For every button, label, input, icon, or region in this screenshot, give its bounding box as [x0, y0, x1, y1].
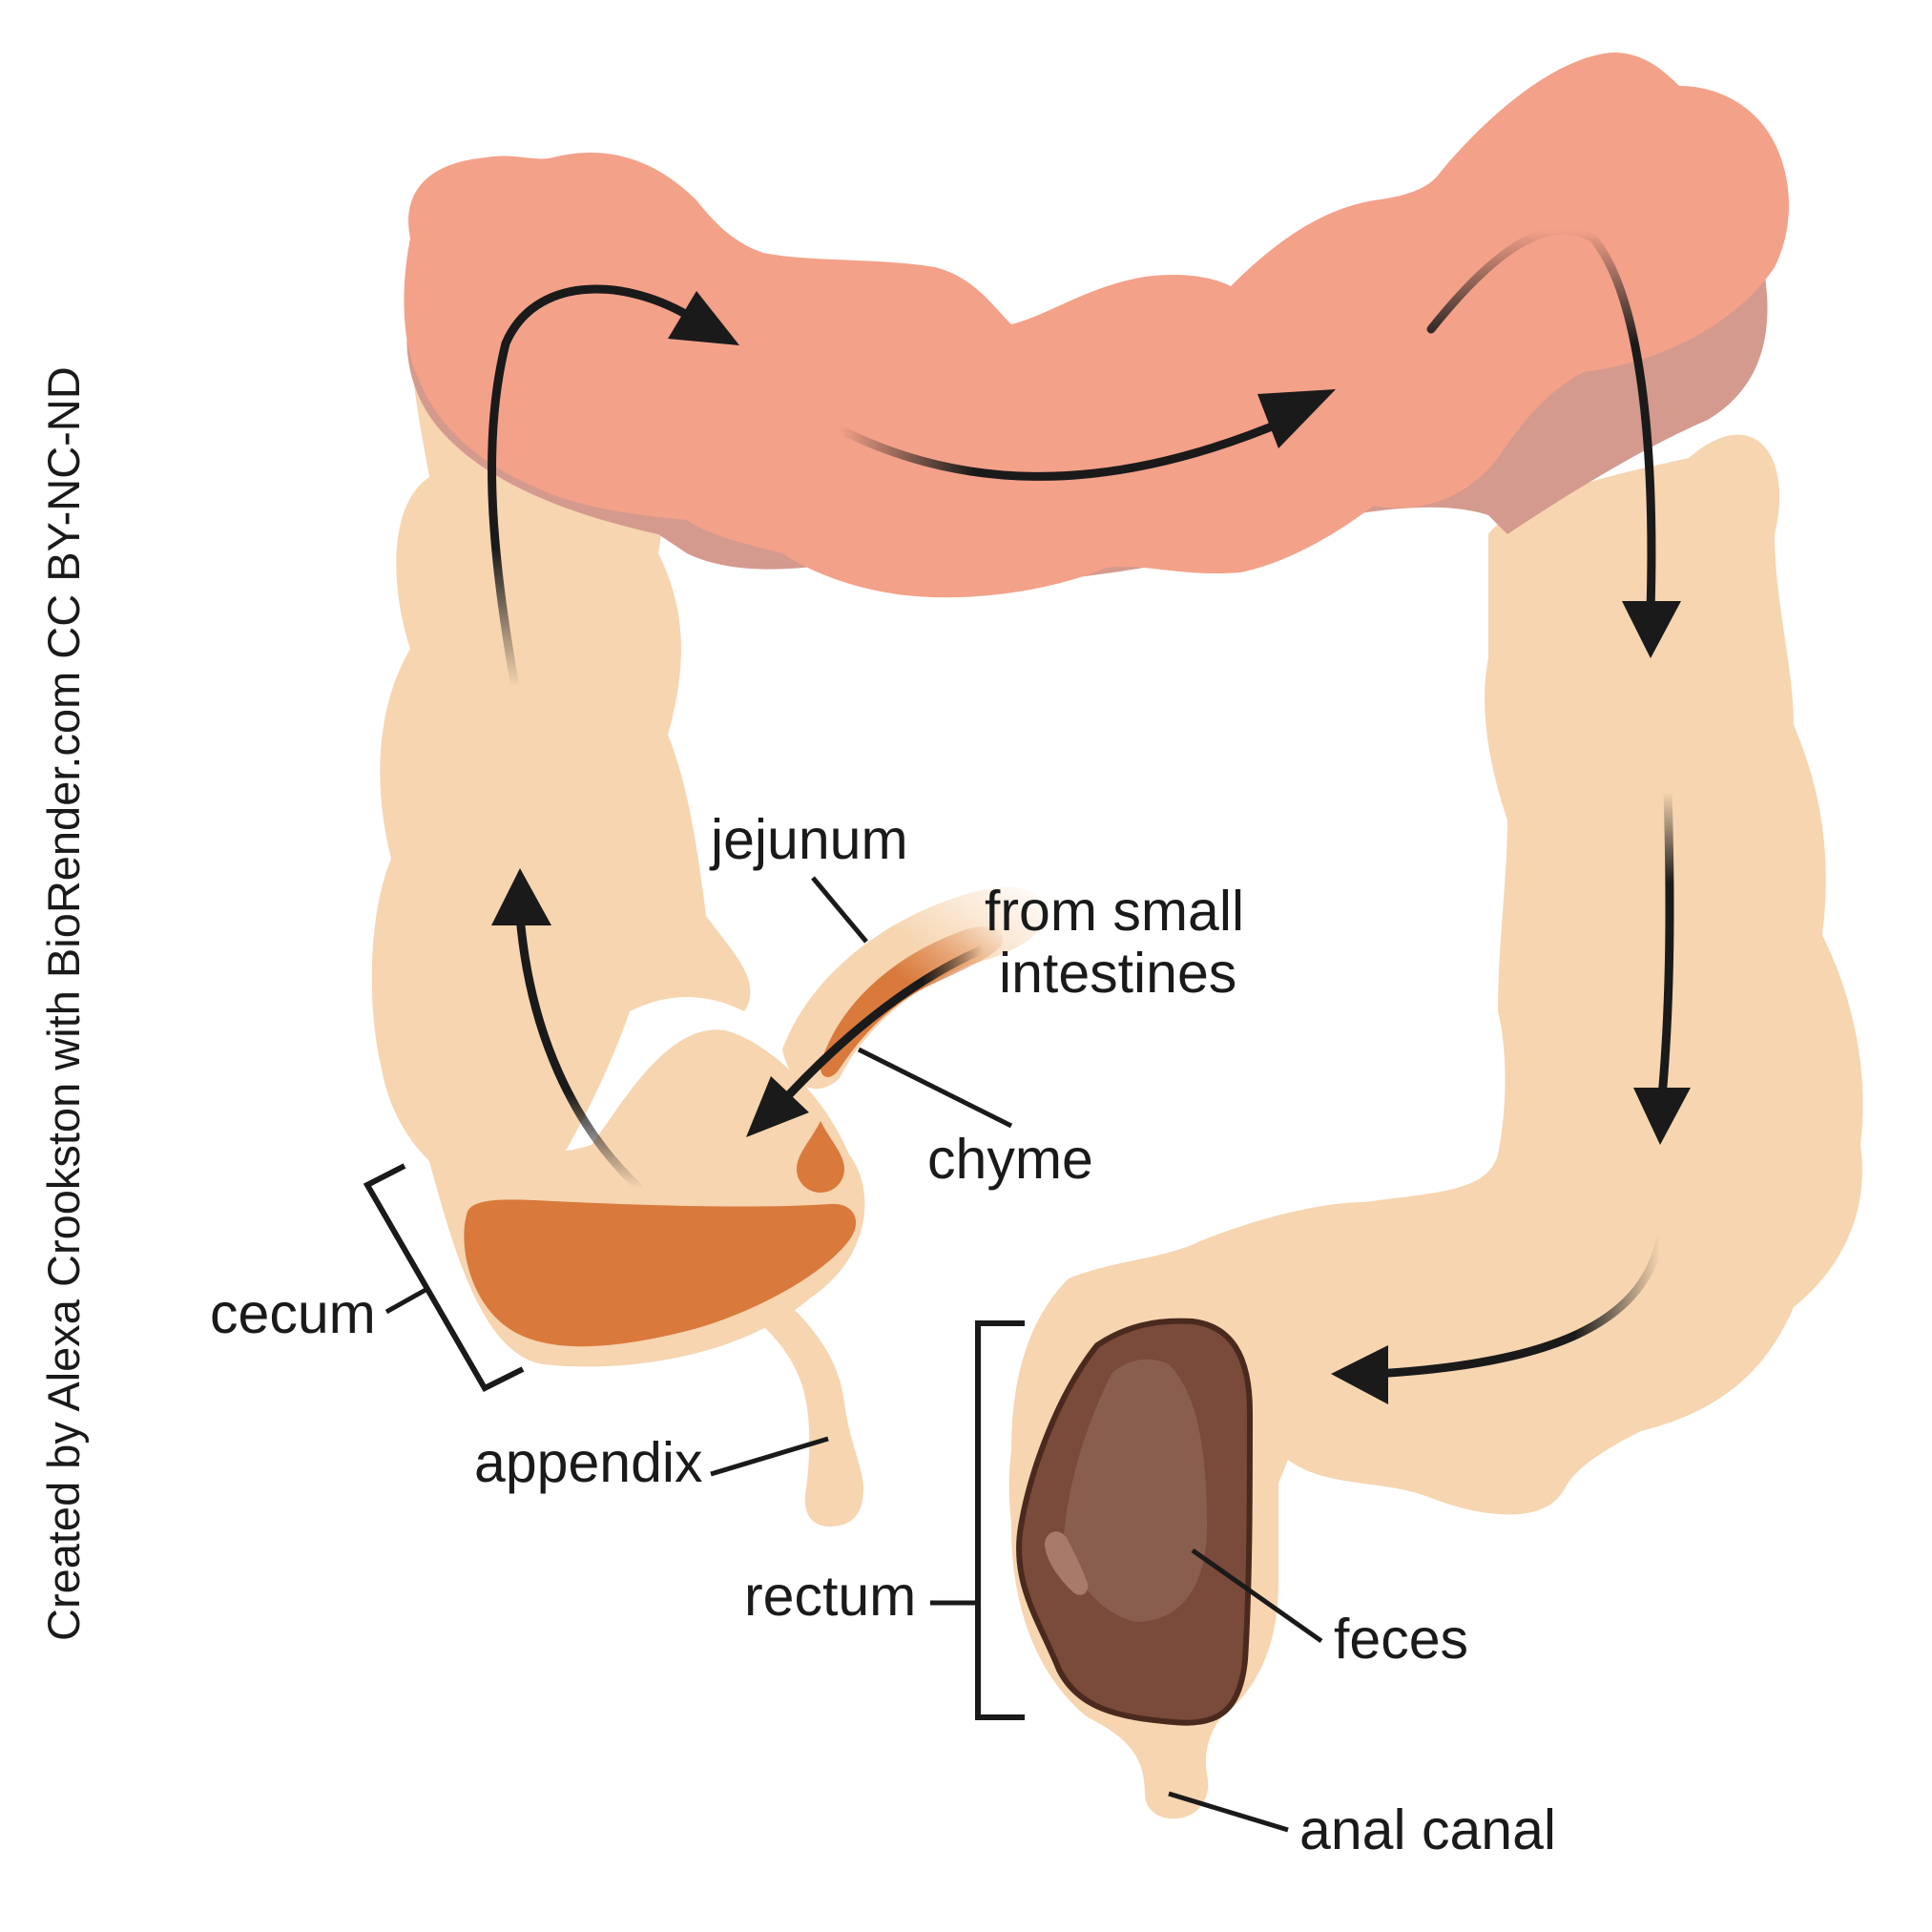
flow-arrowhead-transverse [1257, 389, 1336, 448]
label-cecum: cecum [210, 1282, 376, 1345]
flow-arrowhead-ascending-upper [668, 291, 739, 345]
feces-shine [1045, 1531, 1089, 1595]
label-rectum: rectum [744, 1565, 916, 1628]
leader-jejunum [811, 876, 868, 944]
flow-arrowhead-descending-mid [1633, 1088, 1691, 1145]
leader-chyme [857, 1047, 1013, 1129]
flow-arrow-ascending-lower [515, 911, 644, 1193]
label-chyme: chyme [927, 1128, 1093, 1191]
flow-arrowhead-ascending-lower [491, 868, 551, 925]
label-from-small-line1: from small [985, 880, 1244, 943]
flow-arrow-small-intestine [778, 945, 987, 1107]
flow-arrowhead-sigmoid [1331, 1345, 1388, 1404]
cecum-chyme [464, 1199, 857, 1347]
flow-arrowhead-small-intestine [746, 1076, 809, 1137]
label-anal-canal: anal canal [1299, 1798, 1556, 1861]
credit-text: Created by Alexa Crookston with BioRende… [38, 366, 89, 1641]
leader-cecum [384, 1287, 427, 1315]
flow-arrow-descending-mid [1657, 787, 1674, 1102]
leader-appendix [710, 1436, 829, 1477]
flow-arrow-sigmoid [1369, 1236, 1665, 1379]
appendix-shape [763, 1307, 863, 1527]
flow-arrow-descending-upper [1426, 225, 1656, 615]
flow-arrow-transverse [835, 415, 1293, 481]
feces-highlight [1064, 1359, 1207, 1622]
label-feces: feces [1334, 1608, 1468, 1671]
leader-anal-canal [1168, 1791, 1289, 1833]
bracket-cecum [363, 1163, 525, 1392]
leader-feces [1191, 1548, 1323, 1644]
chyme-drop [797, 1121, 844, 1193]
transverse-colon [404, 52, 1790, 598]
label-jejunum: jejunum [709, 808, 908, 871]
label-appendix: appendix [474, 1431, 703, 1494]
bracket-rectum [975, 1320, 1025, 1720]
flow-arrowhead-descending-upper [1622, 601, 1681, 658]
label-from-small-line2: intestines [999, 942, 1236, 1005]
flow-arrow-ascending-upper [488, 284, 692, 692]
